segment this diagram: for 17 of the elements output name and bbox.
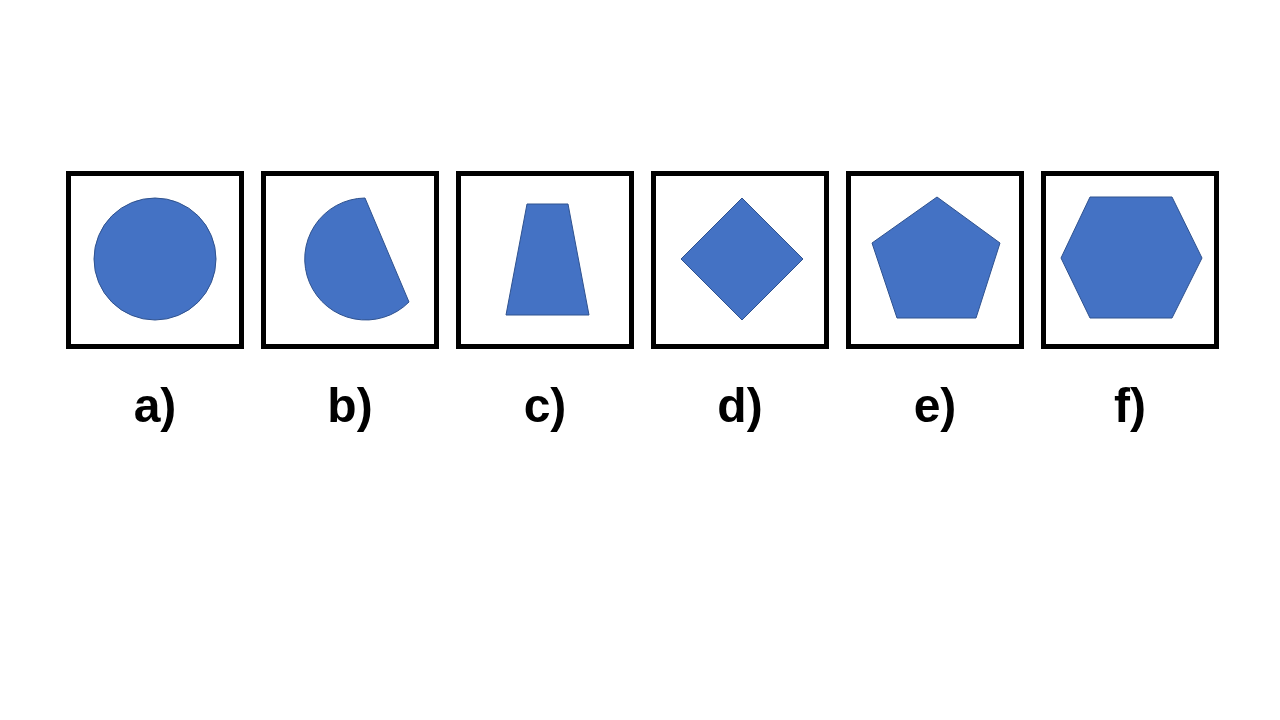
- frame-box: [456, 171, 634, 349]
- option-label: f): [1114, 378, 1146, 434]
- option-label: d): [717, 378, 763, 434]
- frame-box: [261, 171, 439, 349]
- option-label: c): [523, 378, 567, 434]
- trapezoid-shape: [505, 203, 590, 316]
- pentagon-shape: [871, 196, 1001, 319]
- circle-shape: [93, 197, 217, 321]
- frame-box: [66, 171, 244, 349]
- option-label: b): [327, 378, 373, 434]
- frame-box: [846, 171, 1024, 349]
- frame-box: [1041, 171, 1219, 349]
- option-label: e): [913, 378, 957, 434]
- hexagon-shape: [1060, 196, 1203, 319]
- diamond-shape: [680, 197, 804, 321]
- option-label: a): [133, 378, 177, 434]
- frame-box: [651, 171, 829, 349]
